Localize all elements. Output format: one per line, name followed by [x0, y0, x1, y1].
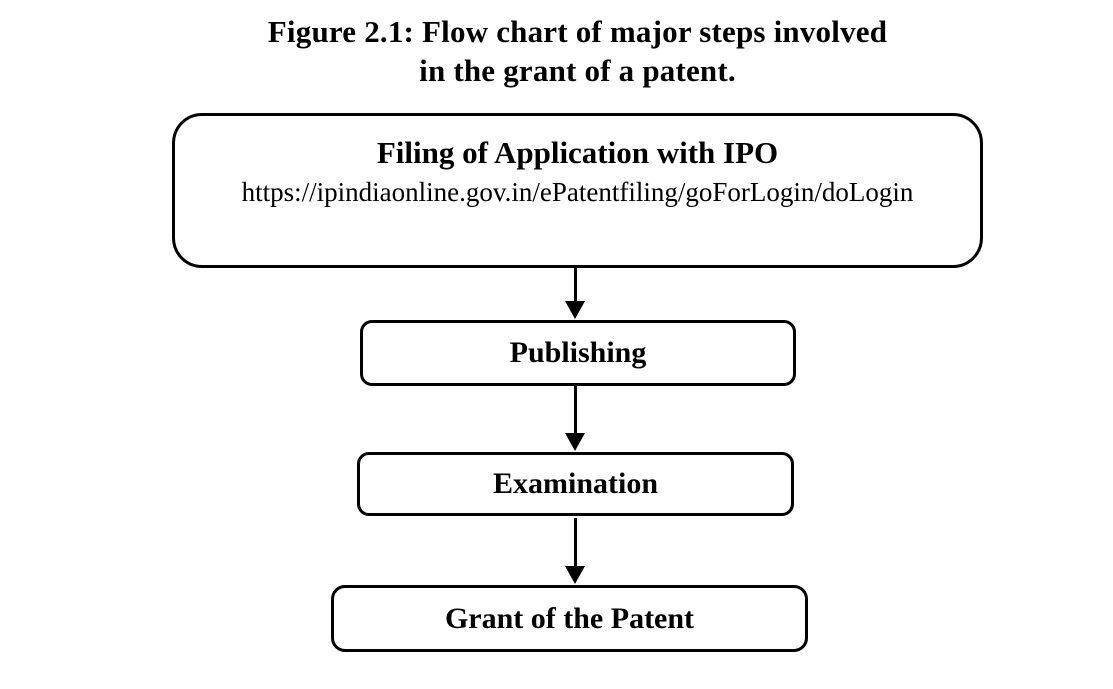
- flow-node-grant: Grant of the Patent: [331, 585, 808, 652]
- arrow-down-icon: [565, 301, 585, 319]
- flow-node-publishing: Publishing: [360, 320, 796, 386]
- figure-title: Figure 2.1: Flow chart of major steps in…: [172, 12, 983, 90]
- figure-title-line-2: in the grant of a patent.: [419, 53, 736, 88]
- flow-node-filing-url: https://ipindiaonline.gov.in/ePatentfili…: [241, 177, 914, 207]
- arrow-shaft: [573, 518, 577, 566]
- figure-title-line-1: Figure 2.1: Flow chart of major steps in…: [267, 14, 888, 49]
- flow-node-filing-label: Filing of Application with IPO: [376, 135, 779, 170]
- flow-connector-examination-to-grant: [564, 518, 586, 584]
- flow-connector-publishing-to-examination: [564, 386, 586, 451]
- arrow-down-icon: [565, 433, 585, 451]
- flow-node-examination: Examination: [357, 452, 794, 516]
- arrow-down-icon: [565, 566, 585, 584]
- flow-node-grant-label: Grant of the Patent: [444, 601, 695, 635]
- flow-node-publishing-label: Publishing: [509, 336, 647, 369]
- flow-node-examination-label: Examination: [492, 467, 659, 500]
- arrow-shaft: [573, 386, 577, 433]
- flow-connector-filing-to-publishing: [564, 268, 586, 319]
- flow-node-filing: Filing of Application with IPO https://i…: [172, 113, 983, 268]
- arrow-shaft: [573, 268, 577, 301]
